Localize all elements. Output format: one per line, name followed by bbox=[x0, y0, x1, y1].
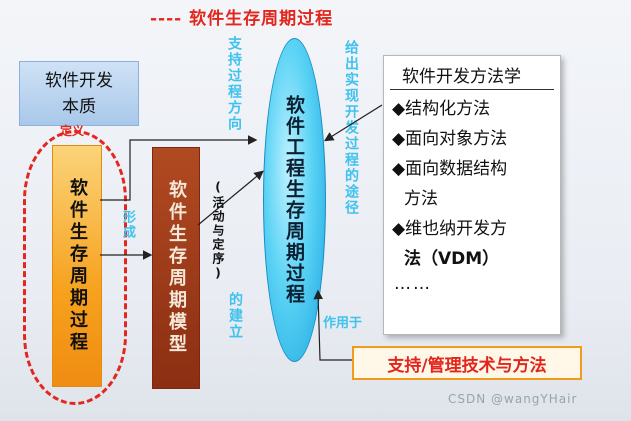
arrow-methods-to-engineering bbox=[323, 104, 383, 142]
give-approach-text: 给出实现开发过程的途径 bbox=[343, 40, 359, 216]
define-label: 定义 bbox=[60, 124, 85, 138]
methods-item: ◆结构化方法 bbox=[392, 99, 491, 119]
methods-item: ◆维也纳开发方 bbox=[392, 219, 508, 239]
essence-line1: 软件开发 bbox=[45, 70, 113, 91]
arrow-model-to-engineering bbox=[197, 170, 264, 226]
methods-item: ◆面向对象方法 bbox=[392, 129, 508, 149]
lifecycle-process-box: 软件生存周期过程 bbox=[52, 145, 102, 387]
engineering-process-label: 软件工程生存周期过程 bbox=[283, 95, 305, 305]
methods-item: 方法 bbox=[404, 189, 438, 209]
methods-item: ◆面向数据结构 bbox=[392, 159, 508, 179]
support-direction-text: 支持过程方向 bbox=[226, 36, 242, 132]
methods-box: 软件开发方法学 ◆结构化方法 ◆面向对象方法 ◆面向数据结构 方法 ◆维也纳开发… bbox=[383, 55, 561, 335]
dashed-oval bbox=[23, 130, 127, 405]
methods-item: 法（VDM） bbox=[404, 249, 500, 269]
establish-text: 的建立 bbox=[227, 292, 243, 340]
essence-line2: 本质 bbox=[62, 96, 96, 117]
watermark: CSDN @wangYHair bbox=[448, 392, 578, 406]
essence-box: 软件开发 本质 bbox=[19, 61, 139, 126]
arrow-lifecycle-to-engineering bbox=[100, 135, 258, 201]
methods-more: …… bbox=[394, 274, 432, 294]
page-title: ---- 软件生存周期过程 bbox=[150, 9, 334, 29]
support-methods-box: 支持/管理技术与方法 bbox=[352, 346, 582, 380]
acts-on-text: 作用于 bbox=[323, 316, 363, 331]
methods-heading: 软件开发方法学 bbox=[390, 56, 554, 90]
form-label: 形成 bbox=[120, 210, 135, 240]
lifecycle-model-box: 软件生存周期模型 bbox=[152, 147, 200, 389]
methods-list: ◆结构化方法 ◆面向对象方法 ◆面向数据结构 方法 ◆维也纳开发方 法（VDM） bbox=[384, 94, 560, 274]
arrow-support-to-engineering bbox=[313, 289, 352, 361]
engineering-process-oval: 软件工程生存周期过程 bbox=[263, 38, 326, 362]
